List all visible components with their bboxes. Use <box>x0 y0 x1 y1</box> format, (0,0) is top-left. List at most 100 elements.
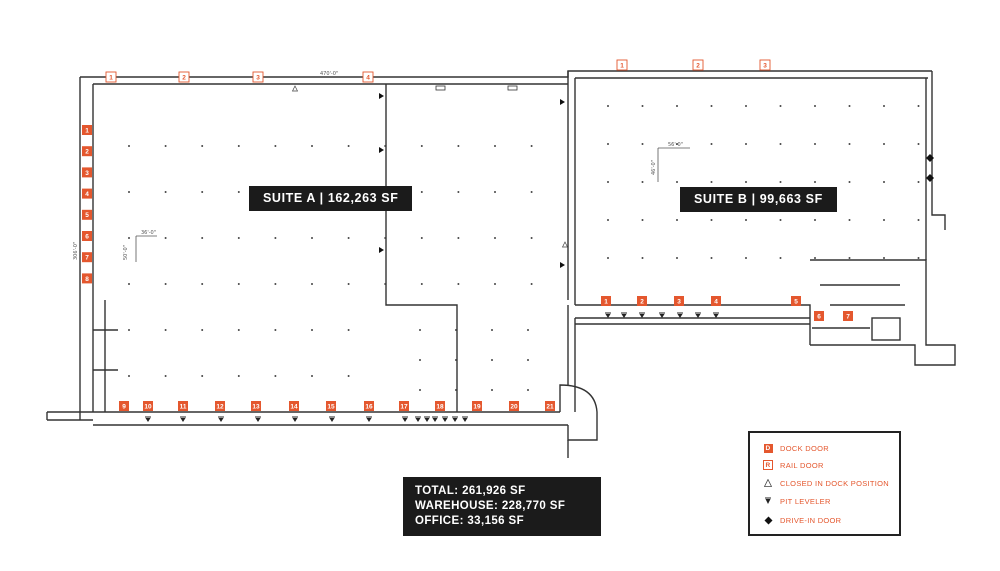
door-number: 12 <box>216 403 224 410</box>
pit-leveler-icon <box>218 416 224 422</box>
column <box>710 219 713 221</box>
column <box>455 329 457 331</box>
door-number: 2 <box>85 149 89 156</box>
column <box>457 237 460 239</box>
door-number: 9 <box>122 403 126 410</box>
column <box>457 283 460 285</box>
dim-left-label: 306'-0" <box>73 242 79 260</box>
column <box>710 105 713 107</box>
dock-door: 11 <box>178 401 188 411</box>
column <box>814 257 816 259</box>
column <box>641 105 644 107</box>
legend-pit: PIT LEVELER <box>760 494 831 508</box>
door-number: 7 <box>846 313 850 320</box>
column <box>237 375 240 377</box>
column <box>530 237 533 239</box>
dock-door: 4 <box>82 188 92 199</box>
column <box>347 145 350 147</box>
column <box>848 143 851 145</box>
door-number: 3 <box>256 74 260 81</box>
suite-b-south <box>575 304 811 345</box>
door-number: 5 <box>794 298 798 305</box>
column <box>384 283 387 285</box>
suite-a-outline <box>80 70 932 78</box>
rail-door: 4 <box>362 71 374 83</box>
dock-door: 17 <box>399 401 409 411</box>
pit-leveler-icon <box>424 416 430 422</box>
column <box>676 105 678 107</box>
pit-leveler-icon <box>292 416 298 422</box>
dock-door: 2 <box>82 146 92 157</box>
column <box>848 219 851 221</box>
column <box>128 283 130 285</box>
column <box>676 219 678 221</box>
drive-in-door-icon <box>560 99 565 105</box>
rail-door: 1 <box>105 71 117 83</box>
column <box>883 105 885 107</box>
column <box>455 389 457 391</box>
drive-in-door-icon <box>379 147 384 153</box>
column <box>164 283 167 285</box>
column <box>745 181 747 183</box>
column <box>607 219 609 221</box>
drive-in-door-icon <box>560 262 565 268</box>
column <box>494 283 496 285</box>
column <box>814 105 816 107</box>
door-number: 5 <box>85 212 89 219</box>
suite-b-label: SUITE B | 99,663 SF <box>680 187 837 212</box>
pit-leveler-icon <box>639 312 645 318</box>
column <box>848 257 851 259</box>
dim-top-label: 470'-0" <box>320 71 338 77</box>
column <box>917 105 920 107</box>
door-number: 14 <box>290 403 298 410</box>
column <box>237 283 240 285</box>
column <box>201 237 204 239</box>
column <box>128 237 130 239</box>
suite-a-label: SUITE A | 162,263 SF <box>249 186 413 211</box>
column <box>491 389 493 391</box>
column <box>274 283 277 285</box>
column <box>274 237 277 239</box>
door-number: 6 <box>817 313 821 320</box>
column <box>311 283 313 285</box>
column <box>347 329 350 331</box>
pit-leveler-icon <box>432 416 438 422</box>
column <box>164 237 167 239</box>
pit-leveler-icon <box>659 312 665 318</box>
pit-leveler-icon <box>415 416 421 422</box>
door-number: 8 <box>85 276 89 283</box>
legend-pit-label: PIT LEVELER <box>780 496 831 506</box>
door-number: 15 <box>327 403 335 410</box>
column <box>419 359 421 361</box>
column <box>641 257 644 259</box>
column <box>384 237 387 239</box>
column <box>607 181 609 183</box>
dock-door: 5 <box>791 296 801 306</box>
column <box>527 359 529 361</box>
roof-hatch <box>435 85 446 91</box>
dock-door: 12 <box>215 401 225 411</box>
rail-door: 2 <box>692 59 704 71</box>
drive-in-door-icon <box>760 516 776 525</box>
column <box>201 145 204 147</box>
dock-door: 2 <box>637 296 647 306</box>
dock-door: 7 <box>82 252 92 263</box>
column <box>164 145 167 147</box>
rail-door: 2 <box>178 71 190 83</box>
dock-door: 1 <box>82 125 92 135</box>
column <box>347 237 350 239</box>
column <box>779 219 782 221</box>
column <box>201 329 204 331</box>
drive-in-door-icon <box>926 174 934 182</box>
pit-leveler-icon <box>402 416 408 422</box>
door-number: 21 <box>546 403 554 410</box>
door-number: 13 <box>252 403 260 410</box>
column <box>420 237 423 239</box>
office-room <box>871 317 901 341</box>
column <box>274 329 277 331</box>
legend-dock-label: DOCK DOOR <box>780 443 829 453</box>
column <box>607 105 609 107</box>
column <box>384 145 387 147</box>
column <box>311 329 313 331</box>
